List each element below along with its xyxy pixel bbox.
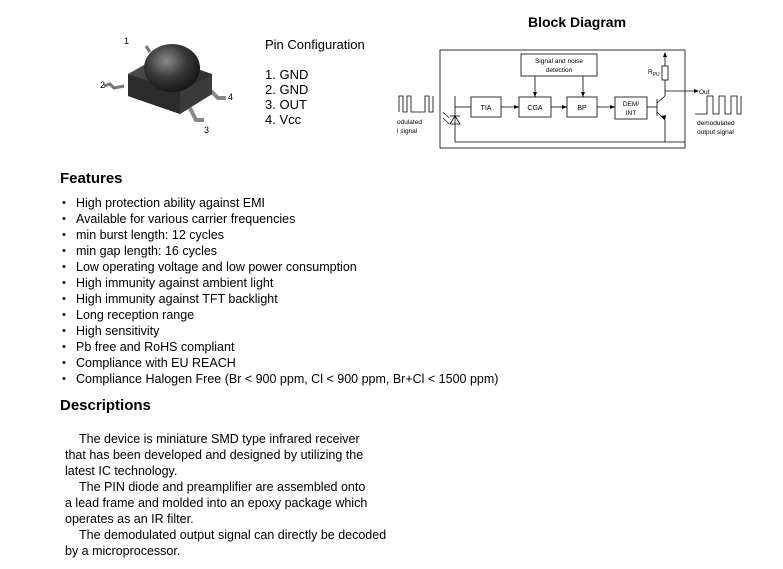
descriptions-heading: Descriptions (60, 397, 151, 414)
description-line: by a microprocessor. (65, 544, 181, 558)
feature-item: min gap length: 16 cycles (60, 243, 498, 259)
detection-label-1: Signal and noise (535, 58, 583, 65)
component-illustration: 1 2 3 4 (100, 36, 233, 135)
pin-label-3: 3 (204, 125, 209, 135)
pin-label-1: 1 (124, 36, 129, 46)
dem-int-block (614, 96, 648, 120)
output-waveform (695, 95, 742, 115)
bp-label: BP (577, 105, 587, 112)
cga-label: CGA (527, 105, 543, 112)
input-label-1: odulated (397, 119, 422, 126)
detection-block (520, 53, 598, 77)
pin-item: 2. GND (265, 82, 309, 97)
block-diagram-title: Block Diagram (528, 14, 627, 30)
tia-label: TIA (481, 105, 492, 112)
out-label: Out (699, 89, 710, 96)
dem-int-label-2: INT (626, 110, 637, 117)
feature-item: High sensitivity (60, 323, 498, 339)
rpu-label: RPU (648, 69, 660, 78)
input-label-2: l signal (397, 128, 418, 135)
description-line: that has been developed and designed by … (65, 448, 364, 462)
block-diagram: TIA CGA BP DEM/ INT Signal and noise det… (397, 49, 742, 149)
output-label-2: output signal (697, 129, 734, 136)
pin-item: 3. OUT (265, 97, 307, 112)
pin-4-lead (208, 88, 226, 100)
description-line: The demodulated output signal can direct… (79, 528, 387, 542)
lens-dome (144, 44, 200, 92)
feature-item: High immunity against ambient light (60, 275, 498, 291)
pin-list: 1. GND 2. GND 3. OUT 4. Vcc (265, 67, 308, 127)
pullup-resistor (661, 65, 669, 81)
feature-item: min burst length: 12 cycles (60, 227, 498, 243)
description-line: latest IC technology. (65, 464, 178, 478)
input-waveform (398, 95, 434, 113)
pin-item: 1. GND (265, 67, 309, 82)
features-list: High protection ability against EMI Avai… (60, 195, 498, 387)
feature-item: Pb free and RoHS compliant (60, 339, 498, 355)
feature-item: Available for various carrier frequencie… (60, 211, 498, 227)
feature-item: Low operating voltage and low power cons… (60, 259, 498, 275)
pin-1-lead (144, 45, 152, 53)
feature-item: High protection ability against EMI (60, 195, 498, 211)
pin-3-lead (188, 107, 204, 122)
photodiode-icon (449, 115, 461, 125)
description-line: a lead frame and molded into an epoxy pa… (65, 496, 368, 510)
detection-label-2: detection (546, 67, 573, 74)
pin-label-2: 2 (100, 80, 105, 90)
feature-item: Compliance with EU REACH (60, 355, 498, 371)
feature-item: Compliance Halogen Free (Br < 900 ppm, C… (60, 371, 498, 387)
diagram-frame (439, 49, 686, 149)
features-heading: Features (60, 170, 123, 187)
pin-label-4: 4 (228, 92, 233, 102)
feature-item: Long reception range (60, 307, 498, 323)
dem-int-label-1: DEM/ (623, 101, 639, 108)
output-label-1: demodulated (697, 120, 735, 127)
pin-item: 4. Vcc (265, 112, 302, 127)
pin-2-lead (103, 82, 125, 90)
pin-configuration-title: Pin Configuration (265, 37, 365, 52)
description-line: The device is miniature SMD type infrare… (79, 432, 360, 446)
feature-item: High immunity against TFT backlight (60, 291, 498, 307)
description-line: The PIN diode and preamplifier are assem… (79, 480, 366, 494)
description-line: operates as an IR filter. (65, 512, 194, 526)
